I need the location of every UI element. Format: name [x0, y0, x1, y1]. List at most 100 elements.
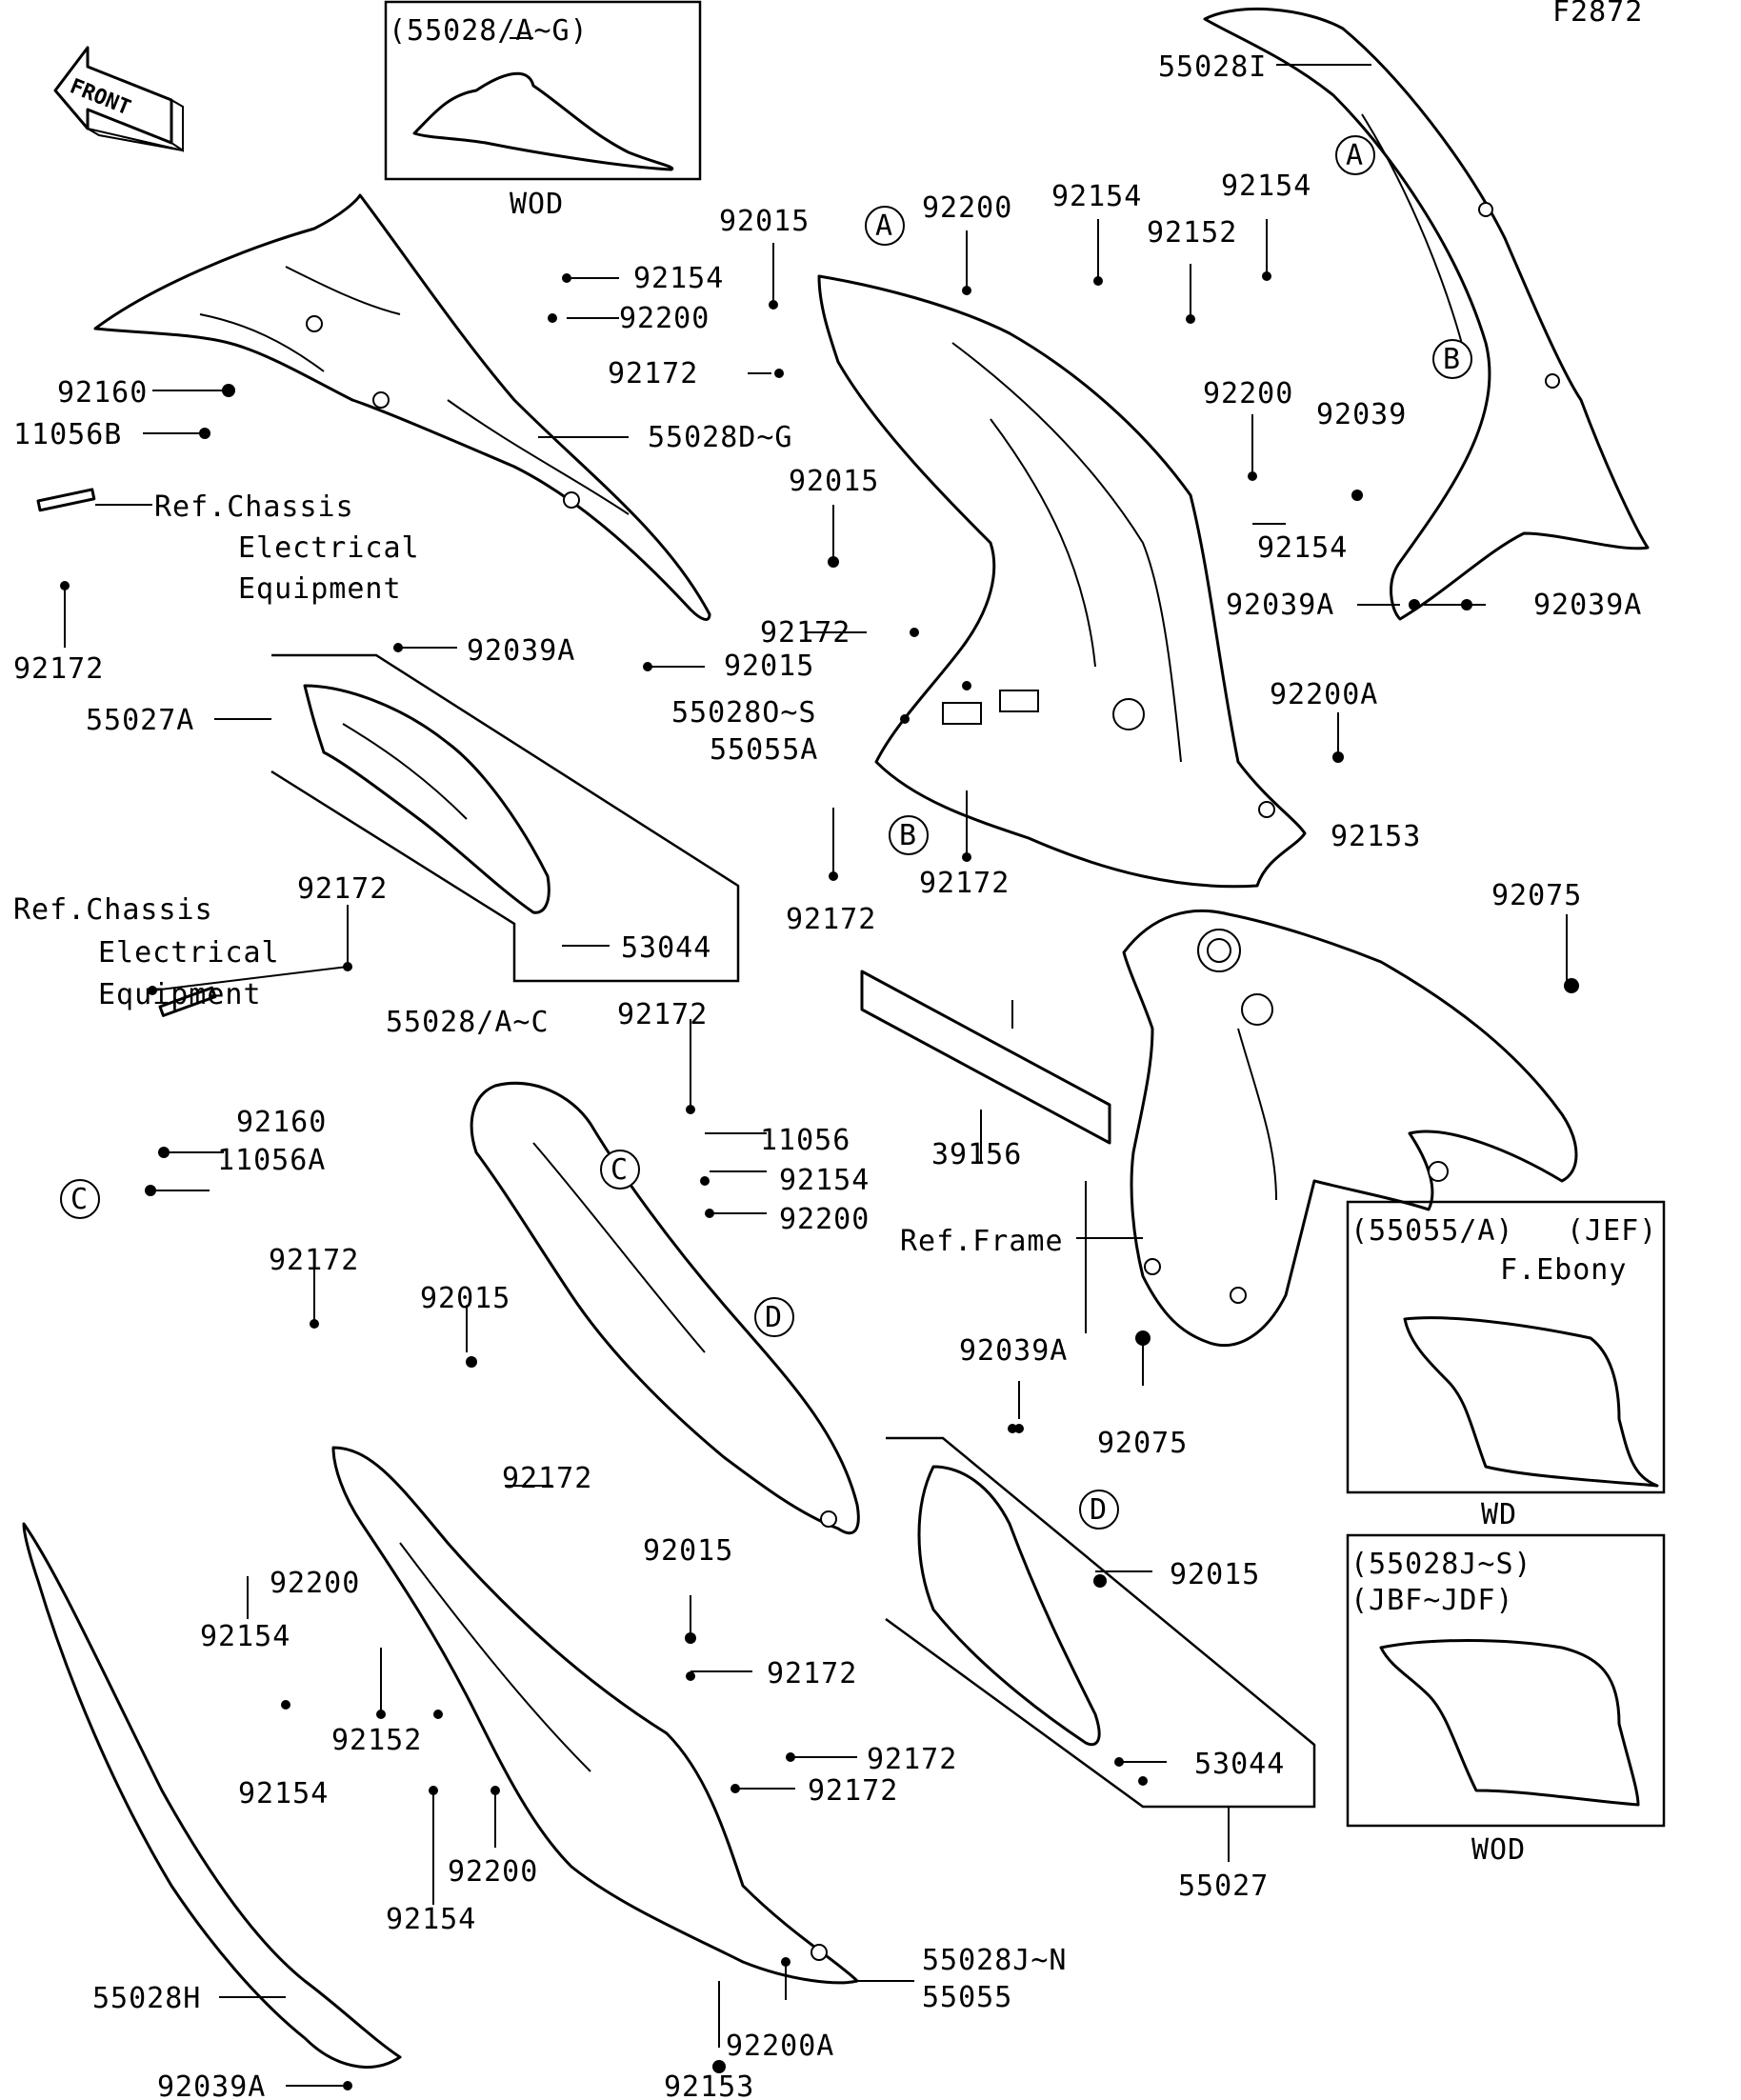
part-label: 92200A [1270, 678, 1378, 711]
label-wd: WD [1481, 1498, 1517, 1531]
part-label: 92039A [1226, 589, 1334, 622]
part-label: 92154 [238, 1777, 329, 1810]
part-label: 92172 [808, 1774, 898, 1808]
part-label: 55028/A~C [386, 1006, 550, 1039]
svg-text:A: A [875, 210, 893, 243]
ref-label: Electrical [238, 531, 420, 565]
part-label: 55028O~S [671, 696, 817, 730]
decal-39156 [860, 970, 1111, 1145]
lower-main-cowl [331, 1446, 859, 1985]
part-label: 92172 [786, 903, 876, 936]
ref-chassis-connector-2 [158, 986, 217, 1017]
ref-label: Ref.Frame [900, 1225, 1064, 1258]
part-label: 11056 [760, 1124, 850, 1157]
label-jef: (JEF) [1567, 1214, 1657, 1248]
callout-d-2: D [1079, 1490, 1119, 1530]
callout-c-1: C [600, 1150, 640, 1190]
option-box-55028-a-g [384, 0, 702, 181]
part-label: 92172 [297, 872, 388, 906]
part-label: 92039A [959, 1334, 1068, 1368]
part-label: 92172 [760, 616, 850, 650]
part-label: 11056B [13, 418, 122, 451]
part-label: 92154 [386, 1903, 476, 1936]
part-label: 92015 [420, 1282, 510, 1315]
fastener-dots [60, 271, 1579, 2090]
figure-code: F2872 [1552, 0, 1643, 29]
svg-text:D: D [765, 1301, 783, 1334]
ref-label: Ref.Chassis [154, 490, 354, 524]
part-label: 92039A [1533, 589, 1642, 622]
leader-lines [64, 37, 1568, 2087]
inner-cowl-55027a [303, 684, 550, 914]
part-label: 92154 [200, 1620, 290, 1653]
callout-a-1: A [865, 206, 905, 246]
frame-ref [1122, 909, 1578, 1348]
part-label: 92172 [617, 998, 708, 1031]
bracket-55027 [885, 1436, 1316, 1809]
part-label: 92153 [664, 2070, 754, 2100]
part-label: 92154 [779, 1164, 870, 1197]
svg-text:C: C [610, 1153, 629, 1187]
part-label: 92015 [643, 1534, 733, 1568]
svg-text:A: A [1346, 139, 1364, 172]
part-label: 92200 [779, 1203, 870, 1236]
lower-under-cowl-55028h [22, 1522, 402, 2069]
ref-label: Electrical [98, 936, 280, 970]
part-label: 92075 [1491, 879, 1582, 912]
part-label: 92015 [724, 650, 814, 683]
label-55028-a-g: (55028/A~G) [389, 14, 589, 48]
main-side-fairing [817, 274, 1307, 889]
upper-right-side-panel [1203, 7, 1650, 621]
ref-label: Ref.Chassis [13, 893, 213, 927]
bracket-55027a [270, 653, 740, 983]
part-label: 92160 [57, 376, 148, 410]
callout-b-2: B [889, 815, 929, 855]
cowl-part-thumb-top [412, 71, 674, 171]
part-label: 55055A [710, 733, 818, 767]
part-label: 92015 [719, 205, 810, 238]
svg-text:D: D [1090, 1493, 1108, 1527]
option-box-55055-a-jef [1346, 1200, 1666, 1494]
part-label: 92172 [767, 1657, 857, 1690]
part-label: 92200 [1203, 377, 1293, 410]
ref-label: Equipment [238, 572, 402, 606]
part-label: 92154 [1221, 170, 1311, 203]
label-jbf-jdf: (JBF~JDF) [1351, 1584, 1514, 1617]
part-label: 92200 [922, 191, 1012, 225]
callout-c-2: C [60, 1179, 100, 1219]
part-label: 92200 [270, 1567, 360, 1600]
label-wod-top: WOD [510, 188, 564, 221]
callout-b-1: B [1432, 339, 1472, 379]
part-label: 55055 [922, 1981, 1012, 2014]
part-label: 55027A [86, 704, 194, 737]
option-box-55028-j-s [1346, 1533, 1666, 1828]
label-55028-j-s: (55028J~S) [1351, 1548, 1532, 1581]
part-label: 92172 [269, 1244, 359, 1277]
part-label: 92039A [467, 634, 575, 668]
label-wod-bottom: WOD [1471, 1833, 1526, 1867]
part-label: 55028I [1158, 50, 1267, 84]
part-label: 92154 [633, 262, 724, 295]
part-label: 55027 [1178, 1870, 1269, 1903]
svg-text:B: B [1443, 343, 1461, 376]
part-label: 55028H [92, 1982, 201, 2015]
part-label: 55028J~N [922, 1944, 1068, 1977]
part-label: 39156 [931, 1138, 1022, 1171]
part-label: 92154 [1257, 531, 1348, 565]
part-label: 92172 [502, 1462, 592, 1495]
part-label: 92200A [726, 2030, 834, 2063]
part-label: 92172 [919, 867, 1010, 900]
part-label: 92172 [608, 357, 698, 390]
part-label: 55028D~G [648, 421, 793, 454]
upper-left-cowl [93, 193, 711, 621]
inner-cowl-55027 [917, 1465, 1101, 1747]
part-label: 92152 [331, 1724, 422, 1757]
label-f-ebony: F.Ebony [1500, 1253, 1627, 1287]
cowl-part-thumb-jef [1403, 1316, 1659, 1488]
part-label: 53044 [1194, 1748, 1285, 1781]
part-label: 92172 [867, 1743, 957, 1776]
cowl-part-thumb-jbf [1379, 1639, 1640, 1807]
part-label: 92200 [448, 1855, 538, 1889]
front-arrow-icon: FRONT [53, 46, 184, 152]
